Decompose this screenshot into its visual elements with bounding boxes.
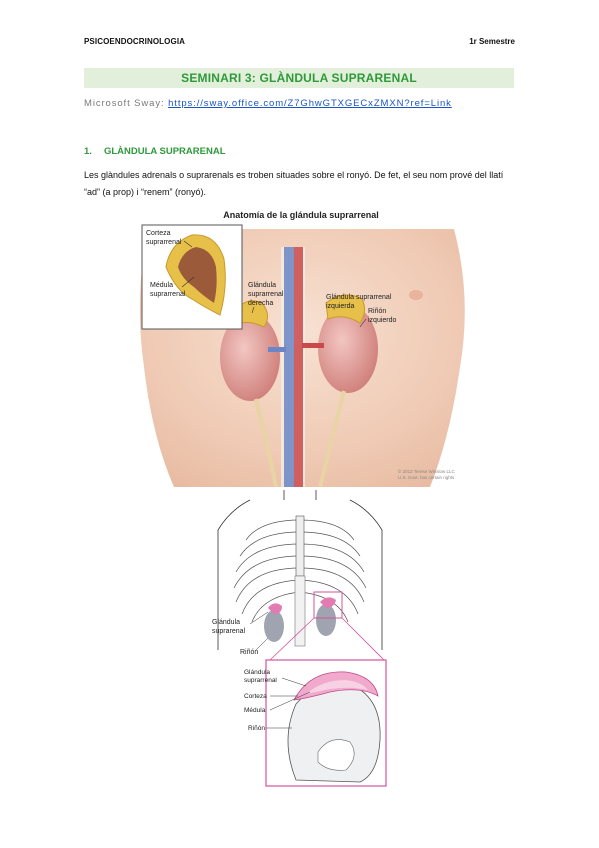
label-right-gland-2: suprarrenal bbox=[248, 291, 284, 298]
label-inset-kidney: Riñón bbox=[248, 725, 265, 732]
header-course: PSICOENDOCRINOLOGIA bbox=[84, 37, 186, 46]
label-gland-2: suprarenal bbox=[212, 628, 246, 635]
ribs bbox=[233, 519, 367, 623]
nipple-shape bbox=[409, 290, 423, 300]
zoom-line-right bbox=[341, 617, 385, 661]
aorta-shape bbox=[294, 247, 303, 487]
vena-cava-shape bbox=[284, 247, 294, 487]
leader-medula bbox=[181, 276, 195, 288]
highlight-box bbox=[313, 591, 343, 619]
ureter-right bbox=[254, 398, 278, 487]
copyright-2: U.S. Govt. has certain rights bbox=[398, 475, 455, 480]
left-kidney-shape bbox=[318, 305, 378, 393]
ureter-left bbox=[318, 390, 346, 487]
figure1-title: Anatomía de la glándula suprarrenal bbox=[223, 210, 379, 220]
header-semester: 1r Semestre bbox=[469, 37, 515, 46]
section-heading: 1. GLÀNDULA SUPRARENAL bbox=[84, 146, 226, 157]
adrenal-right bbox=[268, 603, 282, 614]
kidney-left bbox=[316, 604, 336, 636]
section-paragraph: Les glàndules adrenals o suprarenals es … bbox=[84, 170, 504, 197]
sway-prefix: Microsoft Sway: bbox=[84, 98, 169, 109]
label-left-gland-1: Glándula suprarrenal bbox=[326, 294, 392, 301]
renal-vessel-left bbox=[302, 343, 324, 348]
inset-gland-medulla bbox=[178, 247, 217, 303]
right-kidney-shape bbox=[220, 313, 280, 401]
neck-outline bbox=[283, 490, 317, 500]
label-right-gland-3: derecha bbox=[248, 300, 273, 307]
label-left-gland-2: izquierda bbox=[326, 303, 355, 310]
page-title: SEMINARI 3: GLÀNDULA SUPRARENAL bbox=[181, 71, 417, 85]
label-inset-gland-1: Glándula bbox=[244, 669, 270, 676]
anatomy-figure: Anatomía de la glándula suprarrenal Cort… bbox=[130, 207, 472, 487]
kidney-right bbox=[264, 610, 284, 642]
section-heading-text: GLÀNDULA SUPRARENAL bbox=[103, 146, 226, 157]
leader-inset-gland bbox=[281, 677, 307, 687]
adrenal-left bbox=[320, 597, 336, 608]
sternum bbox=[295, 515, 305, 577]
label-medula-2: suprarrenal bbox=[150, 291, 186, 298]
label-medulla: Médula bbox=[244, 707, 266, 714]
renal-vessel-right bbox=[268, 347, 286, 352]
copyright-1: © 2012 Terese Winslow LLC bbox=[398, 468, 456, 474]
label-inset-gland-2: suprarrenal bbox=[244, 677, 277, 684]
leader-kidney bbox=[255, 637, 269, 651]
leader-right-gland bbox=[251, 306, 255, 314]
leader-gland bbox=[249, 611, 269, 625]
label-left-kidney-1: Riñón bbox=[368, 308, 386, 315]
spine bbox=[294, 575, 306, 647]
leader-left-kidney bbox=[359, 318, 367, 328]
sway-line: Microsoft Sway: https://sway.office.com/… bbox=[84, 98, 452, 109]
label-cortex: Corteza bbox=[244, 693, 267, 700]
leader-corteza bbox=[183, 240, 193, 248]
ribcage-figure: Glándula suprarenal Riñón Glándula supra… bbox=[210, 490, 390, 790]
label-medula-1: Médula bbox=[150, 282, 173, 289]
title-bar: SEMINARI 3: GLÀNDULA SUPRARENAL bbox=[84, 68, 514, 88]
label-corteza-1: Corteza bbox=[146, 230, 171, 237]
label-gland-1: Glándula bbox=[212, 619, 240, 626]
label-kidney: Riñón bbox=[240, 649, 258, 656]
section-number: 1. bbox=[84, 146, 92, 157]
zoom-line-left bbox=[269, 617, 315, 661]
label-right-gland-1: Glándula bbox=[248, 282, 276, 289]
left-adrenal-shape bbox=[325, 294, 366, 324]
leader-medulla bbox=[269, 691, 311, 711]
inset-gland-medulla bbox=[306, 680, 368, 694]
body-outline bbox=[217, 499, 383, 650]
label-left-kidney-2: izquierdo bbox=[368, 317, 397, 324]
sway-link[interactable]: https://sway.office.com/Z7GhwGTXGECxZMXN… bbox=[168, 98, 452, 109]
inset-pelvis bbox=[317, 739, 355, 771]
label-corteza-2: suprarrenal bbox=[146, 239, 182, 246]
